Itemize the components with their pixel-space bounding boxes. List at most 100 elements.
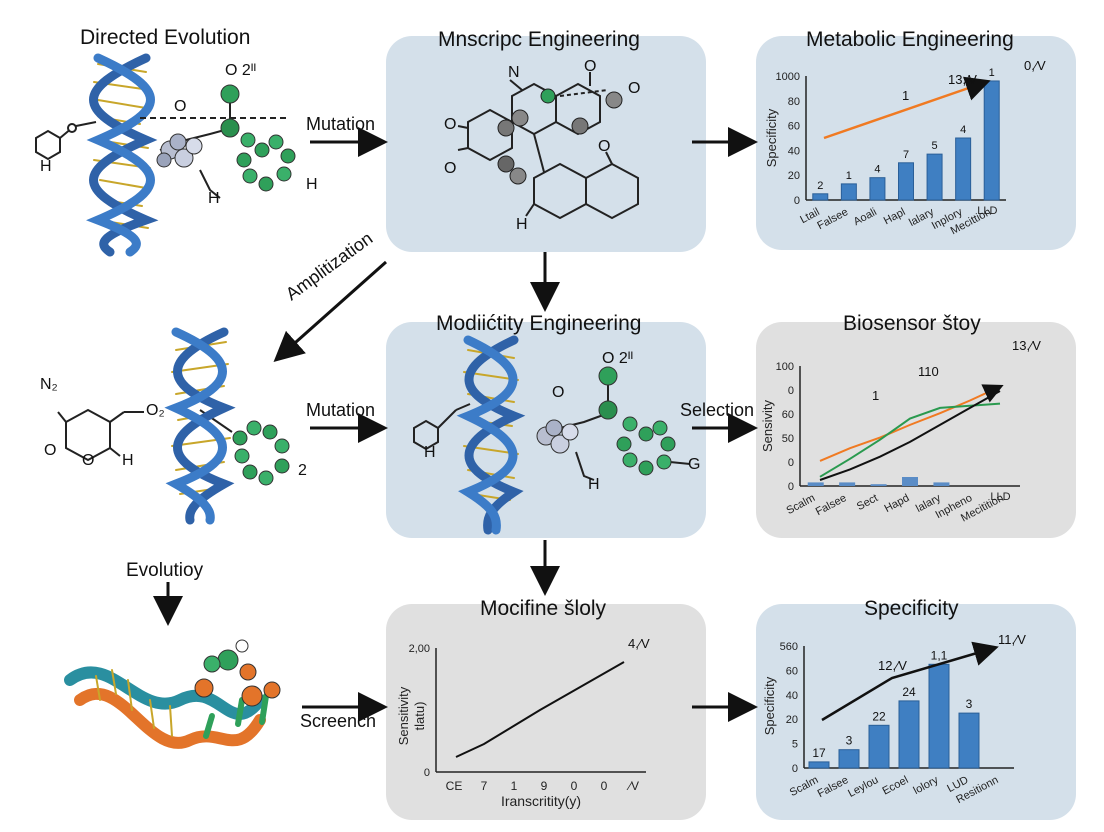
x-tick-label: Leylou	[846, 774, 880, 800]
y-tick-label: 560	[780, 641, 798, 653]
y-tick-label: 2,00	[409, 643, 430, 655]
x-tick-label: CE	[446, 779, 463, 793]
chem-label: O	[628, 80, 641, 97]
x-tick-label: Ecoel	[880, 774, 910, 798]
bar	[807, 482, 824, 486]
arrow-amplification	[273, 260, 387, 362]
bar-label: 4	[960, 124, 966, 136]
chem-label: O	[444, 160, 457, 177]
y-tick-label: 0	[788, 457, 794, 469]
transcription-panel	[386, 36, 706, 252]
trend-line	[823, 76, 991, 140]
y-tick-label: 20	[786, 714, 798, 726]
x-tick-label: Falsee	[816, 774, 851, 800]
bar-label: 24	[902, 685, 916, 699]
dna-helix-top	[86, 53, 159, 257]
bar-label: 2	[817, 180, 823, 192]
bar-label: 3	[846, 734, 853, 748]
bar	[928, 663, 950, 769]
bar	[868, 724, 890, 769]
trend-label: 12,∕V	[878, 658, 907, 673]
bar	[812, 193, 829, 201]
trend-label: 0,∕V	[1024, 58, 1046, 73]
x-tick-label: 0	[601, 779, 608, 793]
extra-label: LLD	[977, 205, 997, 217]
chem-label: O	[82, 452, 95, 469]
atom-cluster-top	[156, 84, 296, 192]
chem-label: O₂	[146, 402, 165, 419]
y-tick-label: 60	[782, 409, 794, 421]
y-tick-label: 60	[788, 121, 800, 133]
chem-label: H	[306, 176, 318, 193]
title-transcription: Mnscripc Engineering	[438, 28, 640, 51]
series-line	[819, 390, 1001, 481]
annotation: 4,∕V	[628, 636, 650, 651]
atoms-modicity	[536, 366, 676, 476]
y-axis-label: tlatu)	[412, 702, 427, 731]
chem-label: O	[444, 116, 457, 133]
title-modicity: Modiićtity Engineering	[436, 312, 642, 335]
bar	[898, 700, 920, 769]
y-tick-label: 50	[782, 433, 794, 445]
x-axis-label: Iranscritity(y)	[501, 793, 581, 809]
x-tick-label: 7	[481, 779, 488, 793]
chem-label: H	[424, 444, 436, 461]
extra-label: LLD	[990, 491, 1010, 503]
y-tick-label: 60	[786, 665, 798, 677]
y-tick-label: 20	[788, 170, 800, 182]
y-axis-label: Sensivity	[760, 399, 775, 452]
title-specificity: Specificity	[864, 597, 959, 620]
y-tick-label: 40	[788, 145, 800, 157]
trend-line	[821, 641, 999, 722]
series-line	[819, 402, 1001, 478]
bar-label: 3	[966, 697, 973, 711]
chem-label: O	[174, 98, 187, 115]
chem-label: O	[584, 58, 597, 75]
chem-label: H	[40, 158, 52, 175]
bar	[958, 712, 980, 769]
bar-label: 5	[932, 140, 938, 152]
chem-label: H	[208, 190, 220, 207]
chem-label: H	[516, 216, 528, 233]
bar-label: 1	[989, 67, 995, 79]
chem-label: O	[552, 384, 565, 401]
title-evolution: Evolutioy	[126, 560, 204, 581]
x-tick-label: 9	[541, 779, 548, 793]
atoms-transcription	[497, 88, 623, 185]
bar	[808, 761, 830, 769]
trend-label: 13,∕V	[948, 72, 977, 87]
metabolic-panel	[756, 36, 1076, 250]
chem-label: 2	[298, 462, 307, 479]
annotation: 110	[918, 364, 939, 379]
chem-label: G	[688, 456, 701, 473]
bar	[869, 177, 886, 201]
title-metabolic: Metabolic Engineering	[806, 28, 1014, 51]
mocifine-panel	[386, 604, 706, 820]
bar-label: 1	[846, 170, 852, 182]
chem-label: O	[44, 442, 57, 459]
protein-ribbon	[64, 666, 269, 749]
chem-label: N₂	[40, 376, 58, 393]
label-mutation-top: Mutation	[306, 114, 376, 134]
bar-label: 4	[874, 164, 880, 176]
y-tick-label: 5	[792, 739, 798, 751]
bar	[926, 153, 943, 201]
y-tick-label: 100	[776, 361, 794, 373]
bar	[902, 477, 918, 486]
chem-label: N	[508, 64, 520, 81]
chem-label: H	[122, 452, 134, 469]
y-axis-label: Specificity	[762, 676, 777, 735]
bar	[955, 137, 972, 201]
label-screening: Screench	[300, 711, 377, 731]
bar-label: 22	[872, 709, 886, 723]
bar	[933, 482, 950, 486]
label-mutation-mid: Mutation	[306, 400, 376, 420]
series-line	[819, 384, 1004, 462]
series-line	[455, 661, 625, 758]
bar-label: 7	[903, 149, 909, 161]
annotation: 1	[872, 388, 879, 403]
y-tick-label: 0	[792, 763, 798, 775]
